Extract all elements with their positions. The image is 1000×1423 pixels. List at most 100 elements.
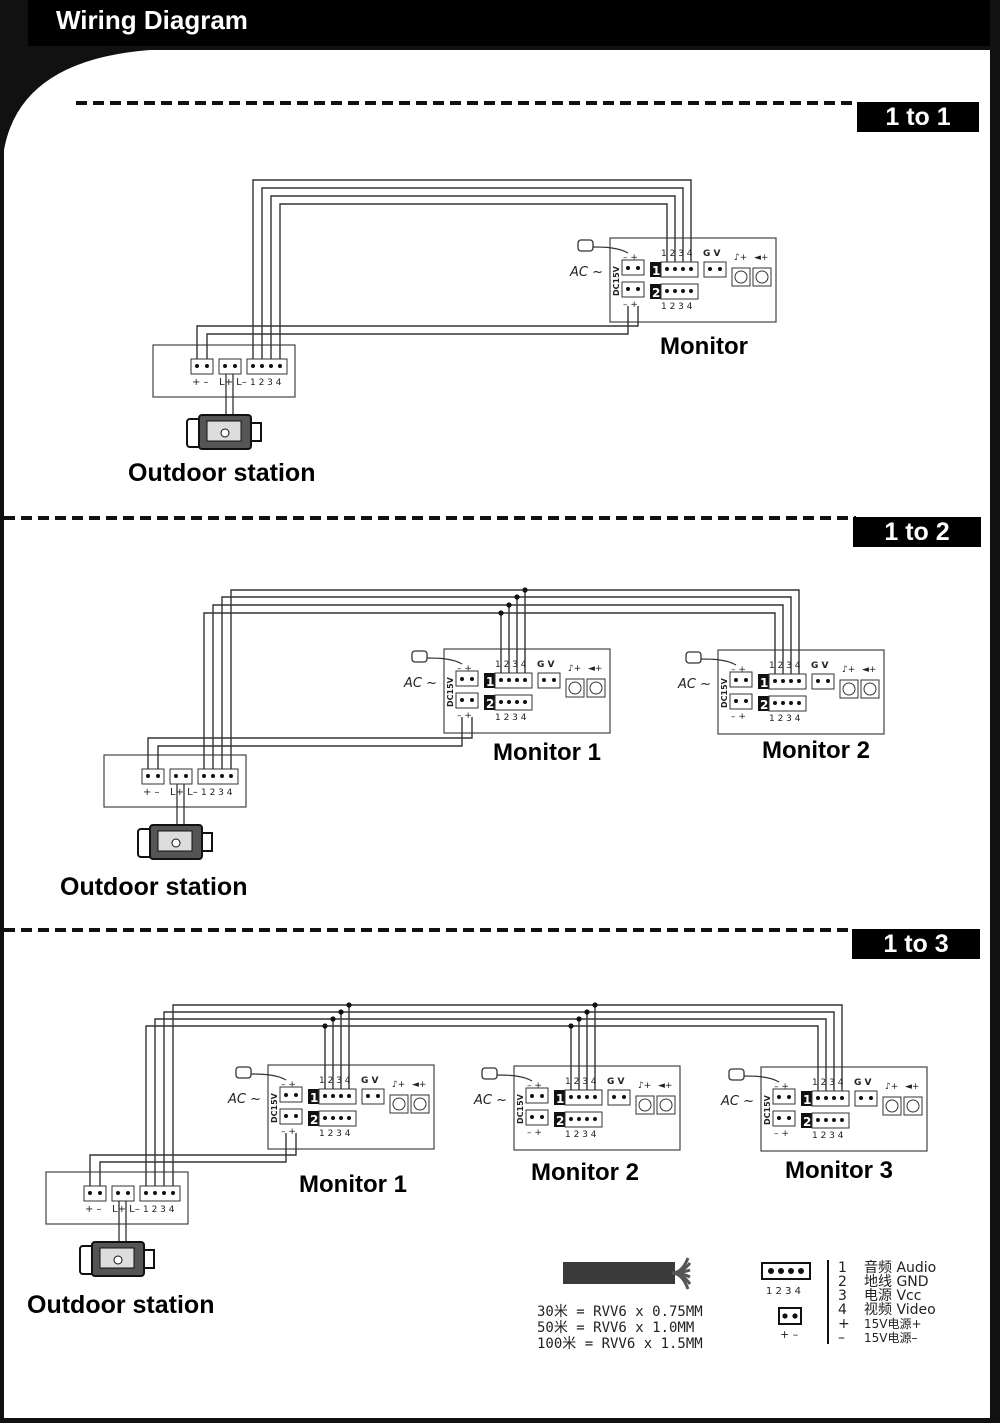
camera-lens: [113, 1255, 123, 1265]
terminal-pin: [734, 678, 738, 682]
wire: [261, 187, 684, 359]
port-2-badge: [758, 696, 769, 711]
power-terminal: [729, 693, 753, 710]
wire: [99, 1133, 287, 1186]
connector-pin: [816, 1096, 820, 1100]
connector-pin: [585, 1117, 589, 1121]
terminal-pin: [708, 267, 712, 271]
outdoor-connector: [246, 358, 288, 375]
connector-pin: [153, 1191, 157, 1195]
port-1-number: 1: [310, 1091, 318, 1105]
connector-pin: [260, 364, 264, 368]
port-2-number: 2: [556, 1114, 564, 1128]
connector-pin: [593, 1117, 597, 1121]
power-terminal: [83, 1185, 107, 1202]
monitor-2-label: Monitor 2: [531, 1159, 639, 1186]
connector-pin: [773, 679, 777, 683]
knob-dial: [842, 682, 856, 696]
terminal-pin: [744, 699, 748, 703]
port-1-number: 1: [486, 675, 494, 689]
port-2-badge: [801, 1113, 812, 1128]
knob-dial: [413, 1097, 427, 1111]
outdoor-station-label: Outdoor station: [27, 1291, 215, 1319]
wire: [221, 596, 792, 769]
port-2-number: 2: [760, 698, 768, 712]
wire: [154, 1018, 827, 1186]
port-pin-numbers: 1 2 3 4: [495, 660, 527, 670]
connector-pin: [507, 700, 511, 704]
connector-pin: [331, 1094, 335, 1098]
adapter-cable: [496, 1074, 533, 1082]
port-1-connector: [318, 1088, 357, 1105]
terminal-pin: [787, 1116, 791, 1120]
legend-key-4: 4: [838, 1302, 847, 1318]
terminal-pin: [470, 677, 474, 681]
wire: [230, 589, 800, 769]
port-1-connector: [564, 1089, 603, 1106]
connector-pin: [792, 1313, 798, 1319]
port-2-badge: [650, 284, 661, 299]
ac-label: AC ~: [569, 265, 603, 280]
port-pin-numbers: 1 2 3 4: [661, 302, 693, 312]
connector-pin: [499, 700, 503, 704]
volume-icon: ♪+: [568, 664, 581, 674]
power-polarity: – +: [731, 665, 746, 675]
cable-icon: [563, 1257, 692, 1290]
power-polarity: – +: [457, 664, 472, 674]
connector-pin: [499, 678, 503, 682]
terminal-pin: [184, 774, 188, 778]
terminal-pin: [542, 678, 546, 682]
cable-core: [671, 1271, 690, 1290]
power-adapter-icon: [411, 650, 428, 663]
connector-pin: [797, 679, 801, 683]
legend-key-plus: +: [838, 1316, 850, 1332]
connector-pin: [824, 1118, 828, 1122]
port-1-number: 1: [652, 264, 660, 278]
knob-dial: [863, 682, 877, 696]
wire: [270, 195, 676, 359]
terminal-pin: [530, 1115, 534, 1119]
page-title: Wiring Diagram: [56, 5, 248, 35]
port-pin-numbers: 1 2 3 4: [319, 1129, 351, 1139]
port-pin-numbers: 1 2 3 4: [769, 714, 801, 724]
power-terminal: [279, 1108, 303, 1125]
power-terminal: [455, 692, 479, 709]
connector-pin: [162, 1191, 166, 1195]
gv-label: G V: [703, 249, 721, 259]
port-pin-numbers: 1 2 3 4: [812, 1131, 844, 1141]
volume-icon: ♪+: [842, 665, 855, 675]
port-2-number: 2: [486, 697, 494, 711]
gv-terminal: [361, 1088, 385, 1105]
port-1-badge: [308, 1089, 319, 1104]
power-terminal: [279, 1086, 303, 1103]
port-pin-numbers: 1 2 3 4: [661, 249, 693, 259]
port-2-connector: [660, 283, 699, 300]
wire: [279, 203, 668, 359]
port-2-connector: [811, 1112, 850, 1129]
terminal-pin: [460, 698, 464, 702]
terminal-pin: [156, 774, 160, 778]
connector-pin: [782, 1313, 788, 1319]
connector-pin: [339, 1094, 343, 1098]
terminal-pin: [777, 1095, 781, 1099]
terminal-pin: [376, 1094, 380, 1098]
connector-pin: [171, 1191, 175, 1195]
terminal-pin: [777, 1116, 781, 1120]
speaker-icon: ◄+: [754, 253, 768, 263]
wire-junction: [346, 1002, 352, 1008]
port-1-connector: [494, 672, 533, 689]
monitor-2-label: Monitor 2: [762, 737, 870, 764]
terminal-pin: [116, 1191, 120, 1195]
connector-pin: [789, 701, 793, 705]
gv-terminal: [854, 1090, 878, 1107]
outdoor-station-unit: + –L+ L–1 2 3 4: [45, 1171, 189, 1277]
volume-icon: ♪+: [885, 1082, 898, 1092]
lock-terminal: [218, 358, 242, 375]
gv-label: G V: [854, 1078, 872, 1088]
port-1-number: 1: [556, 1092, 564, 1106]
terminal-pin: [284, 1093, 288, 1097]
dc15v-label: DC15V: [516, 1093, 525, 1124]
